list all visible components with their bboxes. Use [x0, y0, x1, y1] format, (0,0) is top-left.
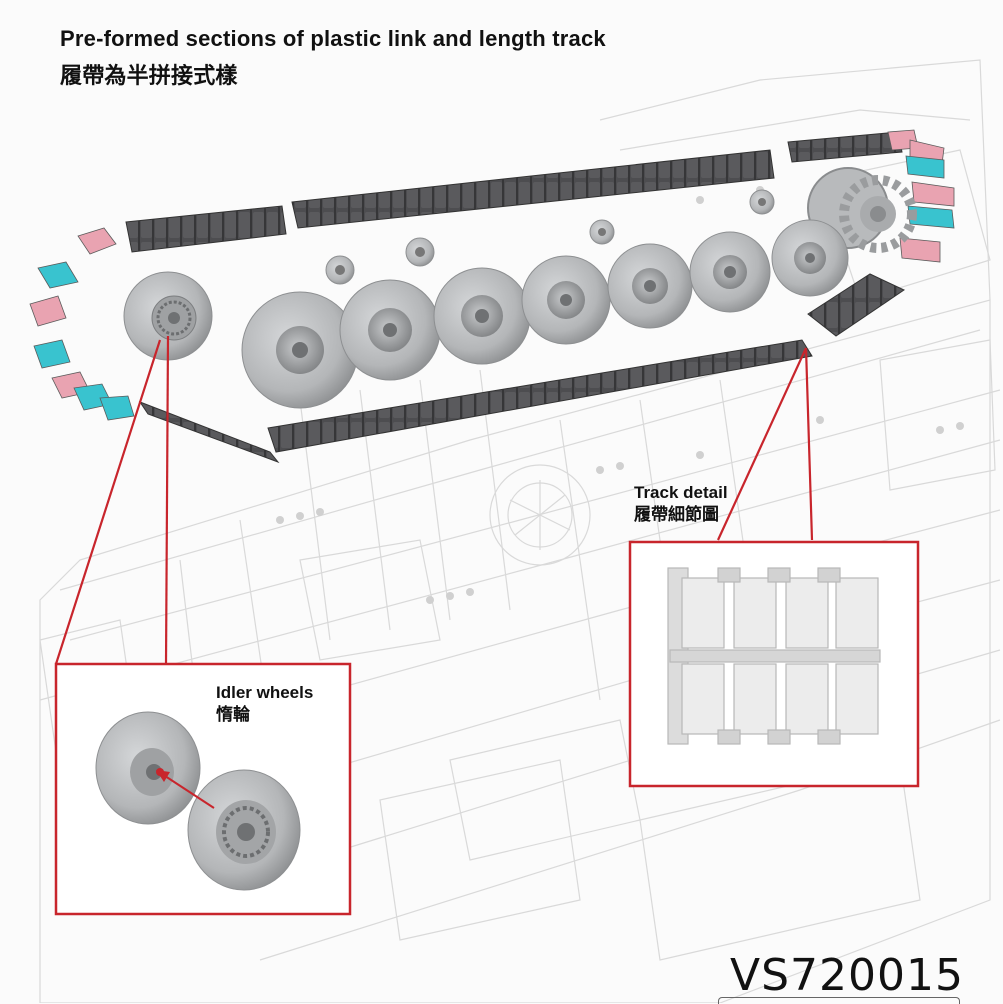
track-detail-links: [667, 567, 881, 745]
road-wheel-3: [433, 267, 531, 365]
idler-wheels-label-en: Idler wheels: [216, 683, 314, 702]
track-detail-label: Track detail 履帶細節圖: [634, 482, 728, 526]
idler-wheels-label: Idler wheels 惰輪: [216, 682, 313, 726]
road-wheels: [241, 219, 849, 409]
road-wheel-2: [339, 279, 441, 381]
road-wheel-7: [771, 219, 849, 297]
road-wheel-4: [521, 255, 611, 345]
product-code-underline: [718, 997, 960, 1004]
lower-track-run: [138, 273, 906, 464]
upper-track-run: [125, 131, 903, 253]
road-wheel-5: [607, 243, 693, 329]
road-wheel-6: [689, 231, 771, 313]
track-detail-label-zh: 履帶細節圖: [634, 505, 719, 524]
idler-wheels-label-zh: 惰輪: [216, 705, 250, 724]
product-code: VS720015: [730, 950, 964, 1001]
return-rollers: [325, 189, 775, 285]
callout-leader-lines: [54, 335, 814, 665]
individual-track-links: [29, 129, 955, 421]
title-chinese: 履帶為半拼接式樣: [60, 63, 238, 88]
title-english: Pre-formed sections of plastic link and …: [60, 26, 606, 51]
road-wheel-1: [241, 291, 359, 409]
idler-wheel-detail-front: [187, 769, 301, 891]
idler-callout-box: [54, 662, 352, 916]
track-detail-callout-box: [628, 540, 920, 788]
idler-wheel-detail-back: [95, 711, 201, 825]
assembly-arrow: [156, 768, 215, 809]
idler-wheel: [123, 271, 213, 361]
track-detail-label-en: Track detail: [634, 483, 728, 502]
